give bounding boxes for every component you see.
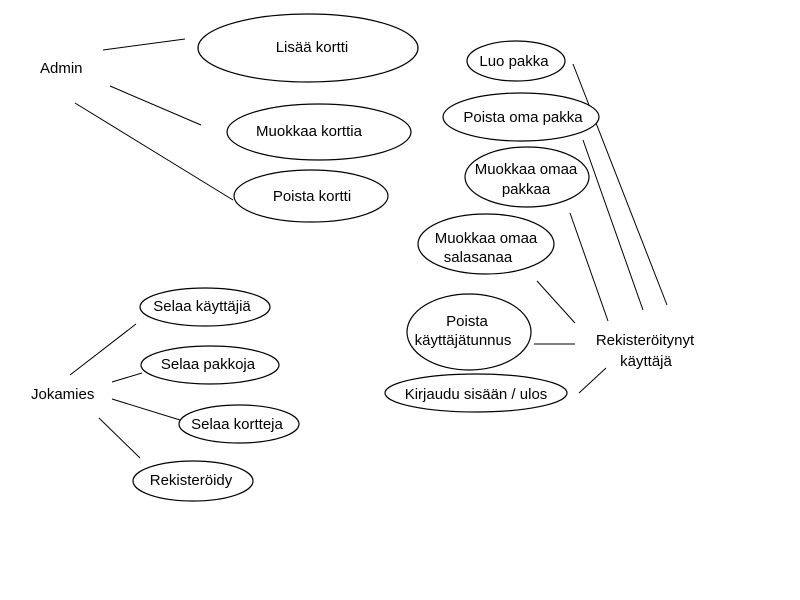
muokkaa-omaa-pakkaa-label-line2: pakkaa [502, 181, 551, 198]
poista-kortti-label: Poista kortti [273, 188, 351, 205]
poista-kayttajatunnus-label-line2: käyttäjätunnus [415, 332, 512, 349]
luo-pakka-ellipse [466, 40, 566, 82]
registered-to-muokkaa-omaa-pakkaa-line [569, 212, 609, 322]
actor-jokamies-label: Jokamies [31, 386, 94, 403]
jokamies-to-selaa-kortteja-line [111, 398, 181, 421]
actor-registered-label-line1: Rekisteröitynyt [596, 332, 695, 349]
selaa-kayttajia-label: Selaa käyttäjiä [153, 298, 251, 315]
selaa-kayttajia-ellipse [139, 287, 271, 327]
jokamies-to-selaa-kayttajia-line [69, 323, 137, 376]
rekisteroidy-label: Rekisteröidy [150, 472, 233, 489]
poista-oma-pakka-ellipse [442, 92, 600, 142]
muokkaa-omaa-salasanaa-label-line1: Muokkaa omaa [435, 230, 538, 247]
admin-to-muokkaa-korttia-line [109, 85, 202, 126]
registered-to-muokkaa-omaa-salasanaa-line [536, 280, 576, 324]
actor-admin-label: Admin [40, 60, 83, 77]
kirjaudu-label: Kirjaudu sisään / ulos [405, 386, 548, 403]
poista-kayttajatunnus-ellipse [406, 293, 532, 371]
lisaa-kortti-label: Lisää kortti [276, 39, 349, 56]
jokamies-to-rekisteroidy-line [98, 417, 141, 459]
muokkaa-korttia-ellipse [226, 103, 412, 161]
selaa-pakkoja-label: Selaa pakkoja [161, 356, 256, 373]
muokkaa-korttia-label: Muokkaa korttia [256, 123, 363, 140]
admin-to-lisaa-kortti-line [102, 38, 186, 51]
lisaa-kortti-ellipse [197, 13, 419, 83]
poista-kortti-ellipse [233, 169, 389, 223]
selaa-pakkoja-ellipse [140, 345, 280, 385]
admin-to-poista-kortti-line [74, 102, 234, 201]
selaa-kortteja-ellipse [178, 404, 300, 444]
actor-registered-label-line2: käyttäjä [620, 353, 672, 370]
muokkaa-omaa-salasanaa-label-line2: salasanaa [444, 249, 513, 266]
muokkaa-omaa-salasanaa-ellipse [417, 213, 555, 275]
selaa-kortteja-label: Selaa kortteja [191, 416, 283, 433]
registered-to-kirjaudu-line [578, 367, 607, 394]
poista-kayttajatunnus-label-line1: Poista [446, 313, 488, 330]
muokkaa-omaa-pakkaa-label-line1: Muokkaa omaa [475, 161, 578, 178]
registered-to-luo-pakka-line [572, 63, 668, 306]
luo-pakka-label: Luo pakka [479, 53, 549, 70]
kirjaudu-ellipse [384, 373, 568, 413]
poista-oma-pakka-label: Poista oma pakka [463, 109, 583, 126]
rekisteroidy-ellipse [132, 460, 254, 502]
registered-to-poista-oma-pakka-line [582, 139, 644, 311]
muokkaa-omaa-pakkaa-ellipse [464, 146, 590, 208]
jokamies-to-selaa-pakkoja-line [111, 372, 143, 383]
